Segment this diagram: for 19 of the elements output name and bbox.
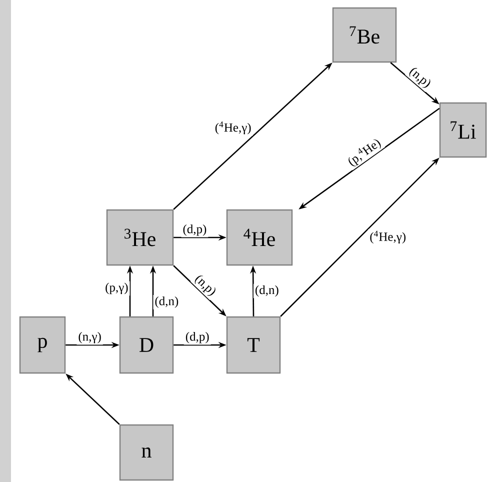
nucleus-box: n: [119, 424, 174, 481]
reaction-label: (p,γ): [106, 282, 128, 294]
reaction-label: ($^{4}$He,γ): [215, 122, 251, 134]
reaction-label: (d,n): [256, 285, 278, 297]
reaction-label: ($^{4}$He,γ): [370, 230, 406, 244]
nucleus-box: $^{7}$Li: [439, 102, 487, 158]
reaction-label: (n,p): [409, 68, 430, 88]
nucleus-box: $^{7}$Be: [332, 7, 397, 63]
nucleus-box: p: [19, 316, 66, 374]
reaction-label: (n,p): [194, 276, 216, 296]
reaction-label: (d,p): [183, 224, 206, 236]
reaction-label: (n,γ): [78, 332, 101, 344]
nucleus-box: T: [226, 316, 281, 374]
nucleus-box: $^{4}$He: [226, 209, 293, 266]
nucleus-box: D: [119, 316, 174, 374]
reaction-label: (p,$^{4}$He): [348, 140, 381, 166]
nucleus-box: $^{3}$He: [106, 209, 174, 266]
reaction-label: (d,n): [155, 296, 178, 308]
reaction-label: (d,p): [186, 332, 209, 344]
